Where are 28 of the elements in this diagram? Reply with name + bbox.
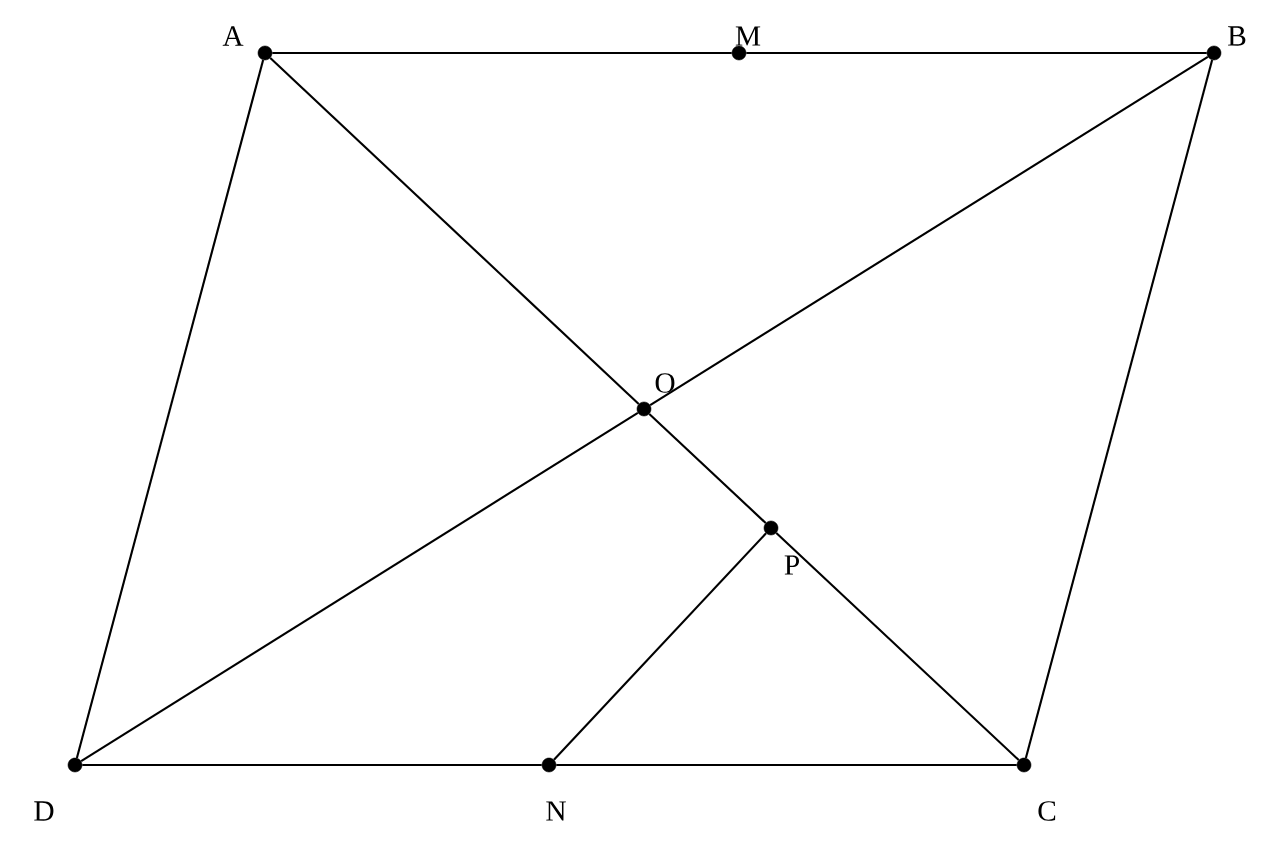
point-label: M [735, 26, 761, 46]
line-segment [80, 411, 639, 763]
line-segment [269, 57, 640, 405]
line-segment [746, 51, 1207, 55]
point-dot [636, 401, 652, 417]
point-label: N [546, 801, 566, 821]
point-dot [541, 757, 557, 773]
line-segment [1024, 59, 1214, 759]
line-segment [775, 532, 1020, 761]
point-label: B [1228, 26, 1246, 46]
point-dot [763, 520, 779, 536]
point-dot [257, 45, 273, 61]
line-segment [556, 763, 1017, 767]
point-dot [731, 45, 747, 61]
line-segment [553, 532, 767, 761]
line-segment [649, 55, 1209, 407]
point-label: O [655, 373, 675, 393]
line-segment [648, 413, 767, 524]
point-label: A [222, 26, 244, 46]
line-segment [75, 59, 265, 759]
point-dot [67, 757, 83, 773]
point-label: C [1038, 801, 1056, 821]
line-segment [272, 51, 732, 55]
point-label: P [784, 555, 799, 575]
point-dot [1016, 757, 1032, 773]
line-segment [82, 763, 542, 767]
point-dot [1206, 45, 1222, 61]
point-label: D [34, 801, 54, 821]
